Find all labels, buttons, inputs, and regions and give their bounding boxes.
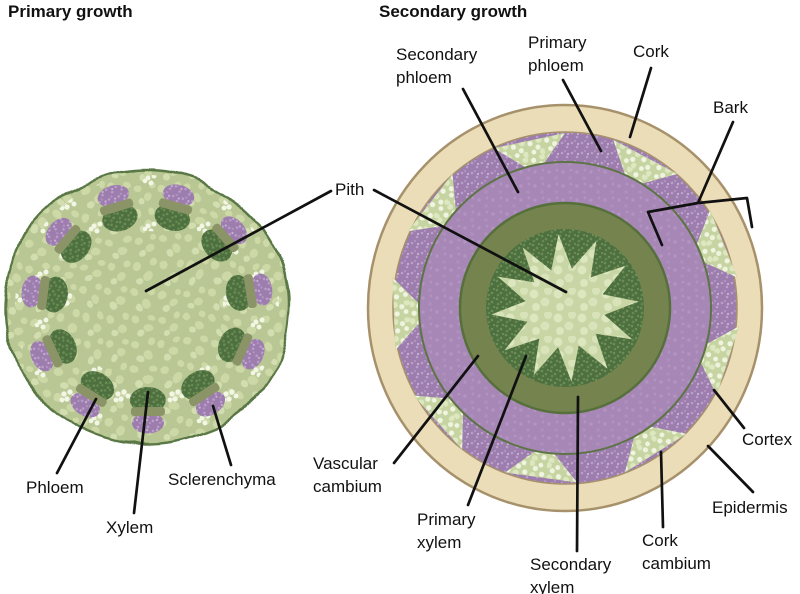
leader-phloem (55, 397, 98, 475)
cortex-label: Cortex (742, 430, 793, 449)
primary-growth-title: Primary growth (8, 2, 133, 21)
leader-bark-right (696, 196, 754, 229)
leader-secondary-xylem (575, 395, 580, 553)
leader-cortex (712, 388, 746, 430)
leader-cork-cambium (659, 450, 665, 529)
leader-vascular-cambium (392, 354, 480, 465)
leader-sclerenchyma (211, 404, 233, 467)
xylem-label: Xylem (106, 518, 154, 537)
pith-label: Pith (335, 180, 365, 199)
leader-xylem (132, 390, 150, 515)
sclerenchyma-label: Sclerenchyma (168, 470, 276, 489)
leader-cork (628, 66, 653, 139)
secondary-stem-cross-section (366, 103, 764, 513)
bark-label: Bark (713, 98, 748, 117)
leader-pith-left (144, 189, 333, 293)
leader-primary-phloem (561, 78, 603, 153)
secondary-xylem-label: Secondary xylem (530, 555, 612, 594)
phloem-label: Phloem (26, 478, 84, 497)
leader-epidermis (706, 444, 755, 494)
leader-secondary-phloem (461, 87, 520, 194)
epidermis-label: Epidermis (712, 498, 788, 517)
primary-xylem-label: Primary xylem (417, 510, 476, 552)
leader-lines (55, 66, 755, 553)
secondary-growth-title: Secondary growth (379, 2, 528, 21)
vascular-cambium-label: Vascular cambium (313, 454, 382, 496)
primary-phloem-label: Primary phloem (528, 33, 587, 75)
pith-region (491, 234, 639, 382)
cork-cambium-label: Cork cambium (642, 531, 711, 573)
cork-label: Cork (633, 42, 669, 61)
leader-pith-right (372, 188, 568, 294)
leader-bark-left (646, 120, 735, 247)
leader-primary-xylem (466, 354, 528, 507)
secondary-phloem-label: Secondary phloem (396, 45, 478, 87)
